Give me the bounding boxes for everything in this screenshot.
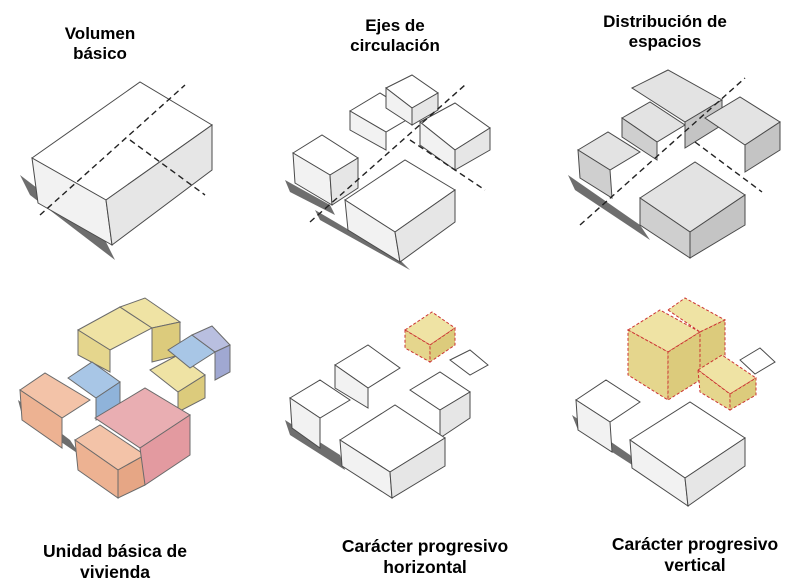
label-caracter-horizontal: Carácter progresivo horizontal [341, 536, 509, 577]
diagram-caracter-horizontal [285, 311, 489, 499]
diagram-unidad-basica [18, 297, 231, 499]
diagram-caracter-vertical [572, 297, 776, 508]
label-unidad-basica: Unidad básica de vivienda [43, 541, 187, 582]
diagram-volumen-basico [20, 81, 213, 260]
label-distribucion-espacios: Distribución de espacios [603, 12, 727, 51]
diagram-ejes-circulacion [285, 74, 491, 270]
label-volumen-basico: Volumen básico [64, 24, 136, 63]
label-caracter-vertical: Carácter progresivo vertical [611, 534, 779, 575]
diagram-distribucion-espacios [568, 69, 781, 259]
label-ejes-circulacion: Ejes de circulación [350, 16, 440, 55]
